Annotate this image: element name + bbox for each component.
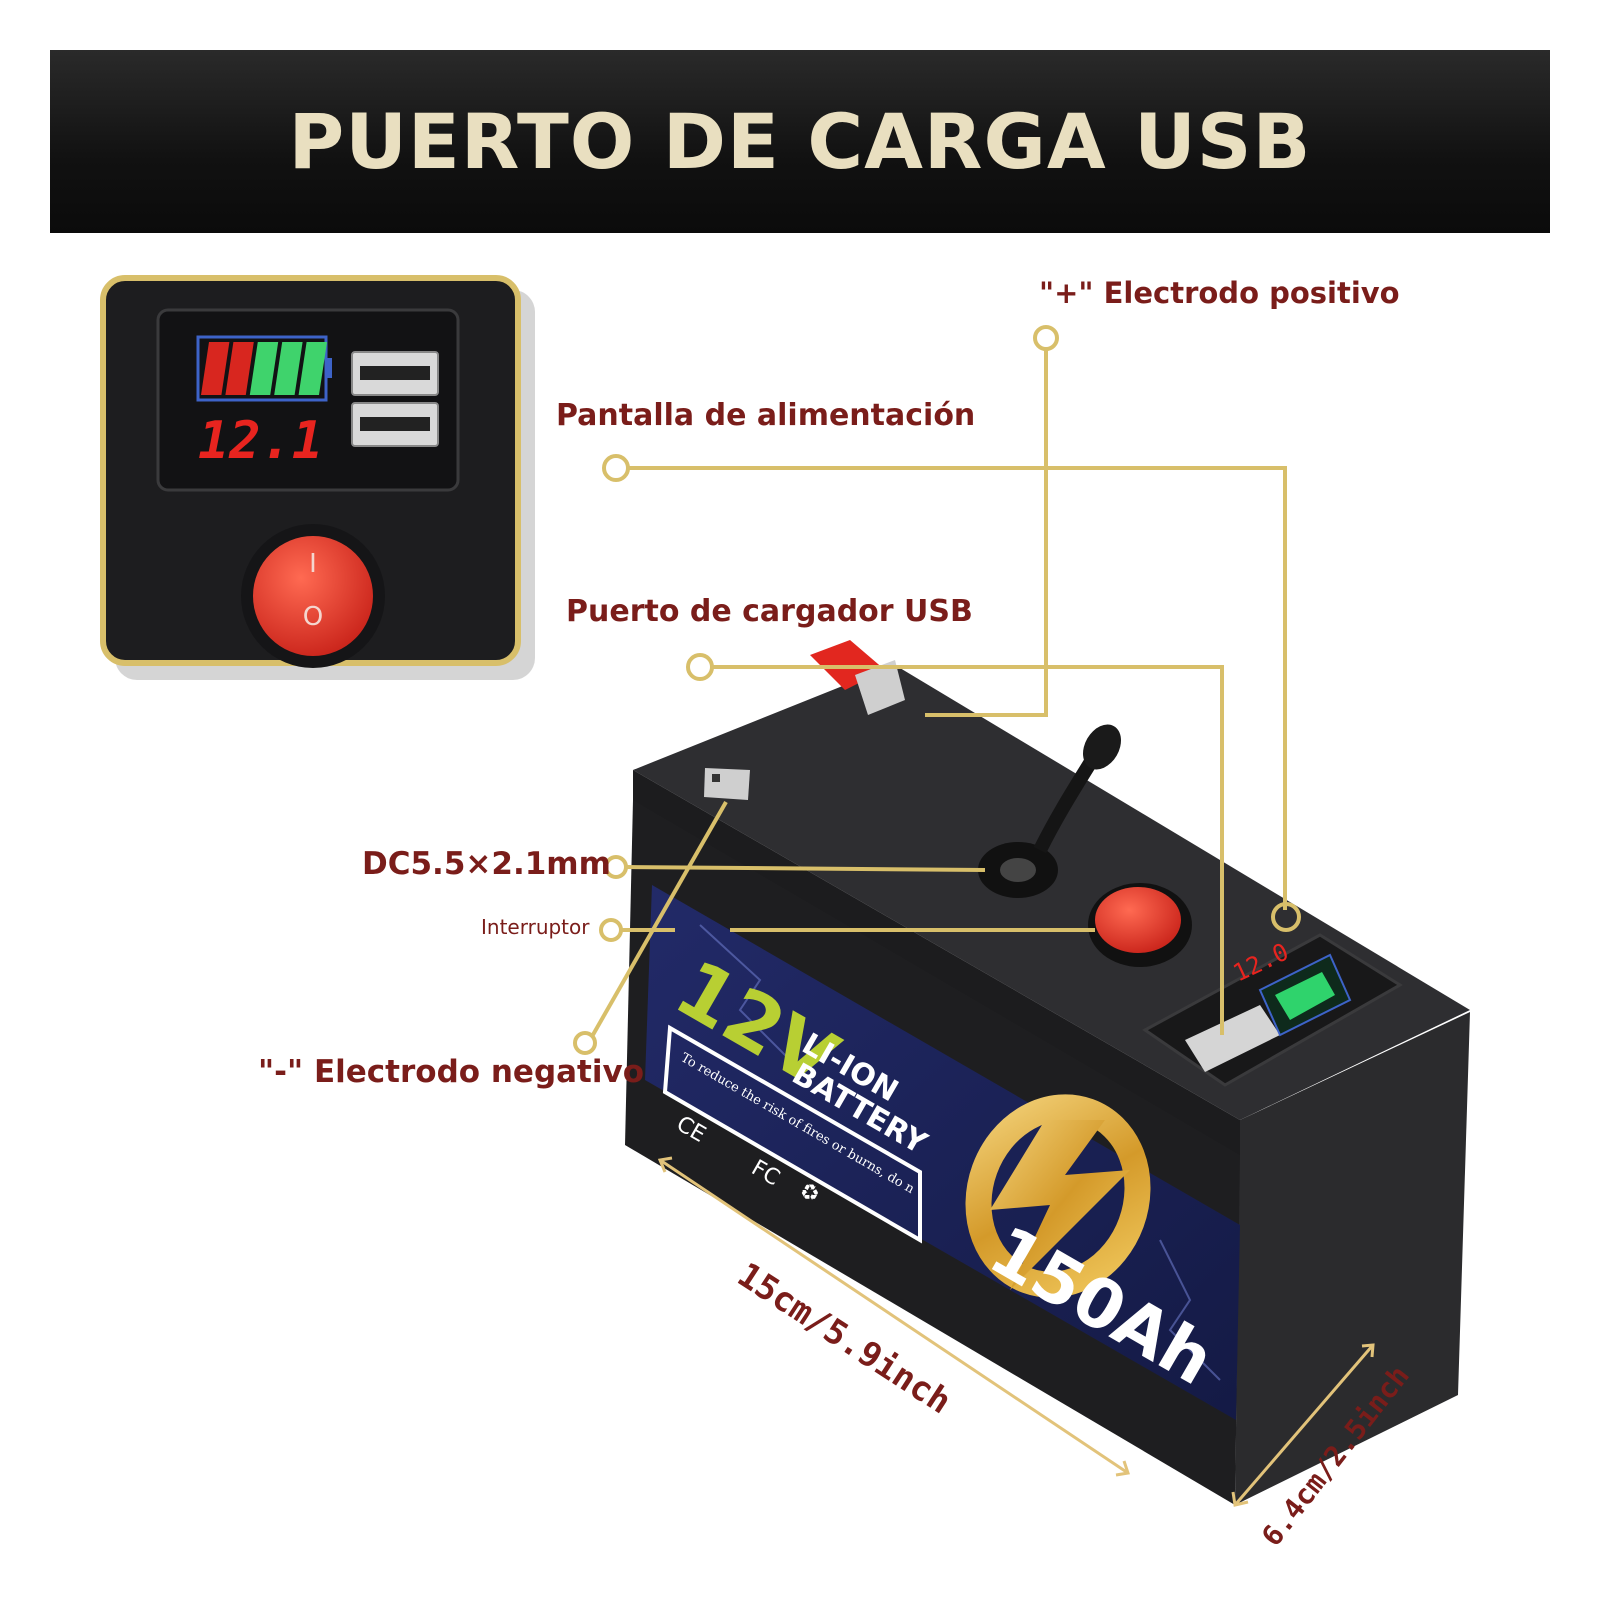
battery-switch-icon [1088,883,1192,967]
length-arrow [659,1158,1129,1475]
label-negative-electrode: "-" Electrodo negativo [258,1054,645,1090]
switch-on-mark: I [309,549,317,579]
level-bar [225,342,254,395]
label-switch: Interruptor [481,915,590,939]
leader-lines [588,338,1287,1041]
callout-dots [573,325,1301,1055]
leader-usb [712,665,1224,1035]
level-bar [201,342,230,395]
leader-negative [588,801,728,1041]
battery-level-icon [196,335,332,402]
inset-closeup: 12.1 I O [100,275,535,680]
leader-positive [925,338,1048,717]
page-title: PUERTO DE CARGA USB [288,97,1312,186]
level-bar [274,342,303,395]
rocker-switch-icon: I O [241,524,385,668]
negative-terminal [704,768,750,800]
label-dc-jack: DC5.5×2.1mm [362,846,611,882]
leader-display [627,466,1287,910]
level-bar [249,342,279,395]
dimension-arrows [657,1156,1375,1507]
level-bar [298,342,327,395]
battery-display-panel: 12.0 [1142,933,1403,1087]
label-power-display: Pantalla de alimentación [556,398,976,433]
voltage-readout: 12.1 [198,411,323,471]
width-arrow [1233,1344,1375,1506]
switch-off-mark: O [303,602,323,632]
label-positive-electrode: "+" Electrodo positivo [1039,276,1400,310]
dc-jack-icon [978,724,1121,898]
warning-box [662,1024,922,1244]
recycle-icon: ♻ [800,1181,820,1206]
label-usb-port: Puerto de cargador USB [566,594,973,629]
lightning-logo [965,1094,1151,1298]
usb-port-icon [351,351,439,447]
title-banner: PUERTO DE CARGA USB [50,50,1550,233]
